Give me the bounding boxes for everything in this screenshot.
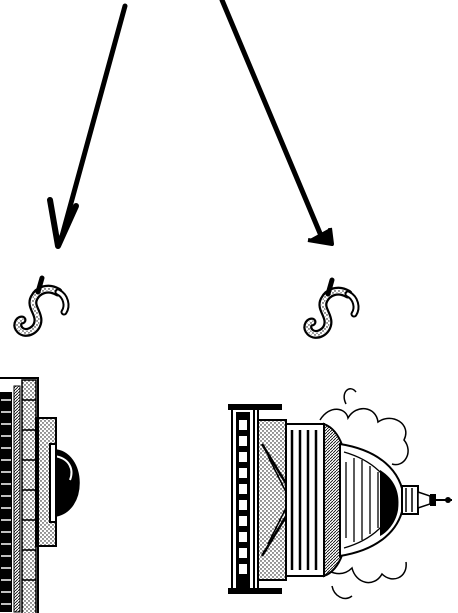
capitol-building-icon [0,377,80,613]
arrow-left-icon [47,3,128,249]
capitol-building-icon [228,388,452,600]
arrow-right-icon [219,0,334,246]
dollar-sign-icon [308,280,356,334]
dollar-sign-icon [18,278,66,332]
